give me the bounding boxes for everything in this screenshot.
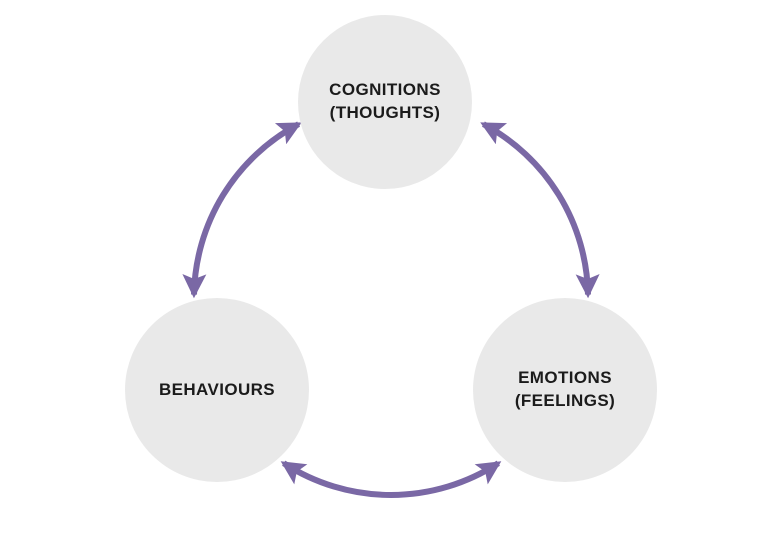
arrow-behaviours-emotions — [280, 460, 502, 498]
arrow-cognitions-emotions — [480, 121, 600, 299]
node-emotions: EMOTIONS (FEELINGS) — [473, 298, 657, 482]
node-cognitions-label-line2: (THOUGHTS) — [329, 103, 441, 122]
node-emotions-label-line2: (FEELINGS) — [514, 391, 616, 410]
node-behaviours-label-line1: BEHAVIOURS — [158, 379, 276, 399]
node-behaviours: BEHAVIOURS — [125, 298, 309, 482]
node-cognitions: COGNITIONS (THOUGHTS) — [298, 15, 472, 189]
node-cognitions-label-line1: COGNITIONS — [329, 80, 441, 100]
arrow-cognitions-behaviours — [182, 121, 302, 299]
node-emotions-label-line1: EMOTIONS — [518, 368, 612, 388]
